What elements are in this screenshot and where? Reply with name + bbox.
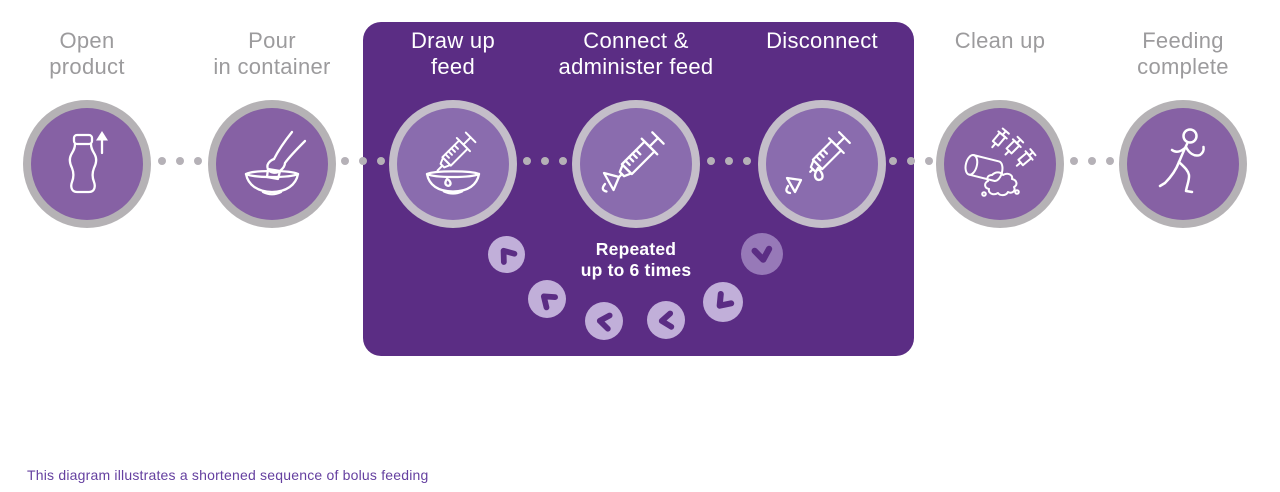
loop-repeat-label: Repeated up to 6 times [546,239,726,280]
connector-dot [1087,157,1096,165]
loop-repeat-line: Repeated [595,239,677,259]
step-connect-administer-feed: Connect & administer feed [526,0,746,240]
connector-dot [376,157,385,165]
loop-arrow [488,236,525,273]
step-label-line: Disconnect [766,28,878,53]
loop-arrow [703,282,743,322]
connector-dot [743,157,751,165]
connector-dot [522,157,531,165]
spill-syringes-icon [964,127,1037,197]
loop-arrow [528,280,566,318]
step-label-line: feed [430,54,476,79]
loop-chevron-icon [596,312,613,332]
connector-dot [1069,157,1078,165]
loop-arrow [585,302,623,340]
step-circle-fill [944,108,1056,220]
step-circle [389,100,517,228]
step-label-line: Clean up [954,28,1046,53]
walking-person-icon [1158,128,1205,194]
loop-chevron-icon [540,293,558,310]
step-circle [23,100,151,228]
step-label: Feeding complete [1073,28,1280,80]
step-label-line: product [49,54,125,79]
loop-repeat-line: up to 6 times [580,259,692,280]
connector-dot [925,157,933,165]
loop-arrow [647,301,685,339]
bottle-open-icon [68,131,108,194]
step-label: Clean up [890,28,1110,54]
connector-dot [725,157,733,165]
syringe-disconnect-drop-icon [785,131,851,195]
step-circle [758,100,886,228]
step-clean-up: Clean up [890,0,1110,240]
step-label-line: Open [59,28,115,53]
connector-dot [358,157,367,165]
step-circle-fill [1127,108,1239,220]
step-label-line: Connect & [583,28,689,53]
step-circle-fill [216,108,328,220]
step-label: Disconnect [712,28,932,54]
step-label-line: Feeding [1142,28,1224,53]
connector-dot [175,157,184,165]
connector-dot [193,157,202,165]
step-open-product: Open product [0,0,197,240]
step-circle [1119,100,1247,228]
loop-chevron-icon [716,290,735,309]
diagram-caption: This diagram illustrates a shortened seq… [27,467,429,483]
loop-chevron-icon [658,310,674,330]
step-label: Connect & administer feed [526,28,746,80]
loop-chevron-icon [751,245,772,263]
connector-dot [540,157,549,165]
step-pour-in-container: Pour in container [162,0,382,240]
step-circle [572,100,700,228]
hand-pour-bowl-icon [244,130,307,196]
loop-arrow [741,233,783,275]
step-label-line: Pour [248,28,296,53]
step-circle-fill [580,108,692,220]
step-label: Draw up feed [343,28,563,80]
step-circle-fill [31,108,143,220]
connector-dot [340,157,349,165]
syringe-connected-icon [601,131,665,193]
step-disconnect: Disconnect [712,0,932,240]
step-label: Pour in container [162,28,382,80]
step-circle-fill [766,108,878,220]
step-circle-fill [397,108,509,220]
step-label-line: in container [213,54,331,79]
connector-dot [558,157,567,165]
loop-chevron-icon [500,247,518,265]
step-circle [208,100,336,228]
connector-dot [707,157,715,165]
step-feeding-complete: Feeding complete [1073,0,1280,240]
step-draw-up-feed: Draw up feed [343,0,563,240]
connector-dot [157,157,166,165]
connector-dot [1105,157,1114,165]
syringe-draw-bowl-icon [425,131,481,195]
step-label-line: complete [1137,54,1229,79]
step-circle [936,100,1064,228]
step-label-line: administer feed [558,54,714,79]
connector-dot [907,157,915,165]
step-label-line: Draw up [410,28,496,53]
step-label: Open product [0,28,197,80]
connector-dot [889,157,897,165]
